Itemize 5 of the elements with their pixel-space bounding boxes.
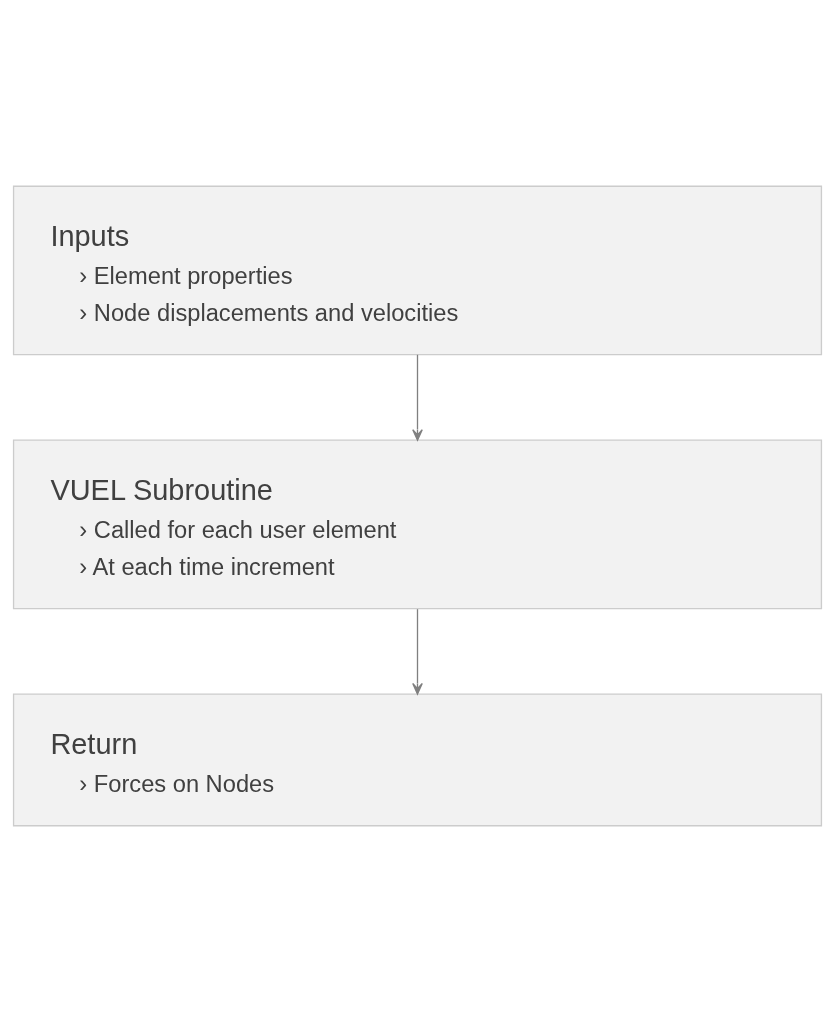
arrow — [412, 354, 423, 441]
arrow — [412, 608, 423, 695]
node-box: VUEL Subroutine › Called for each user element › At each time increment — [12, 439, 823, 610]
node-box: Inputs › Element properties › Node displacements and velocities — [12, 185, 823, 356]
node-box: Return › Forces on Nodes — [12, 693, 823, 827]
